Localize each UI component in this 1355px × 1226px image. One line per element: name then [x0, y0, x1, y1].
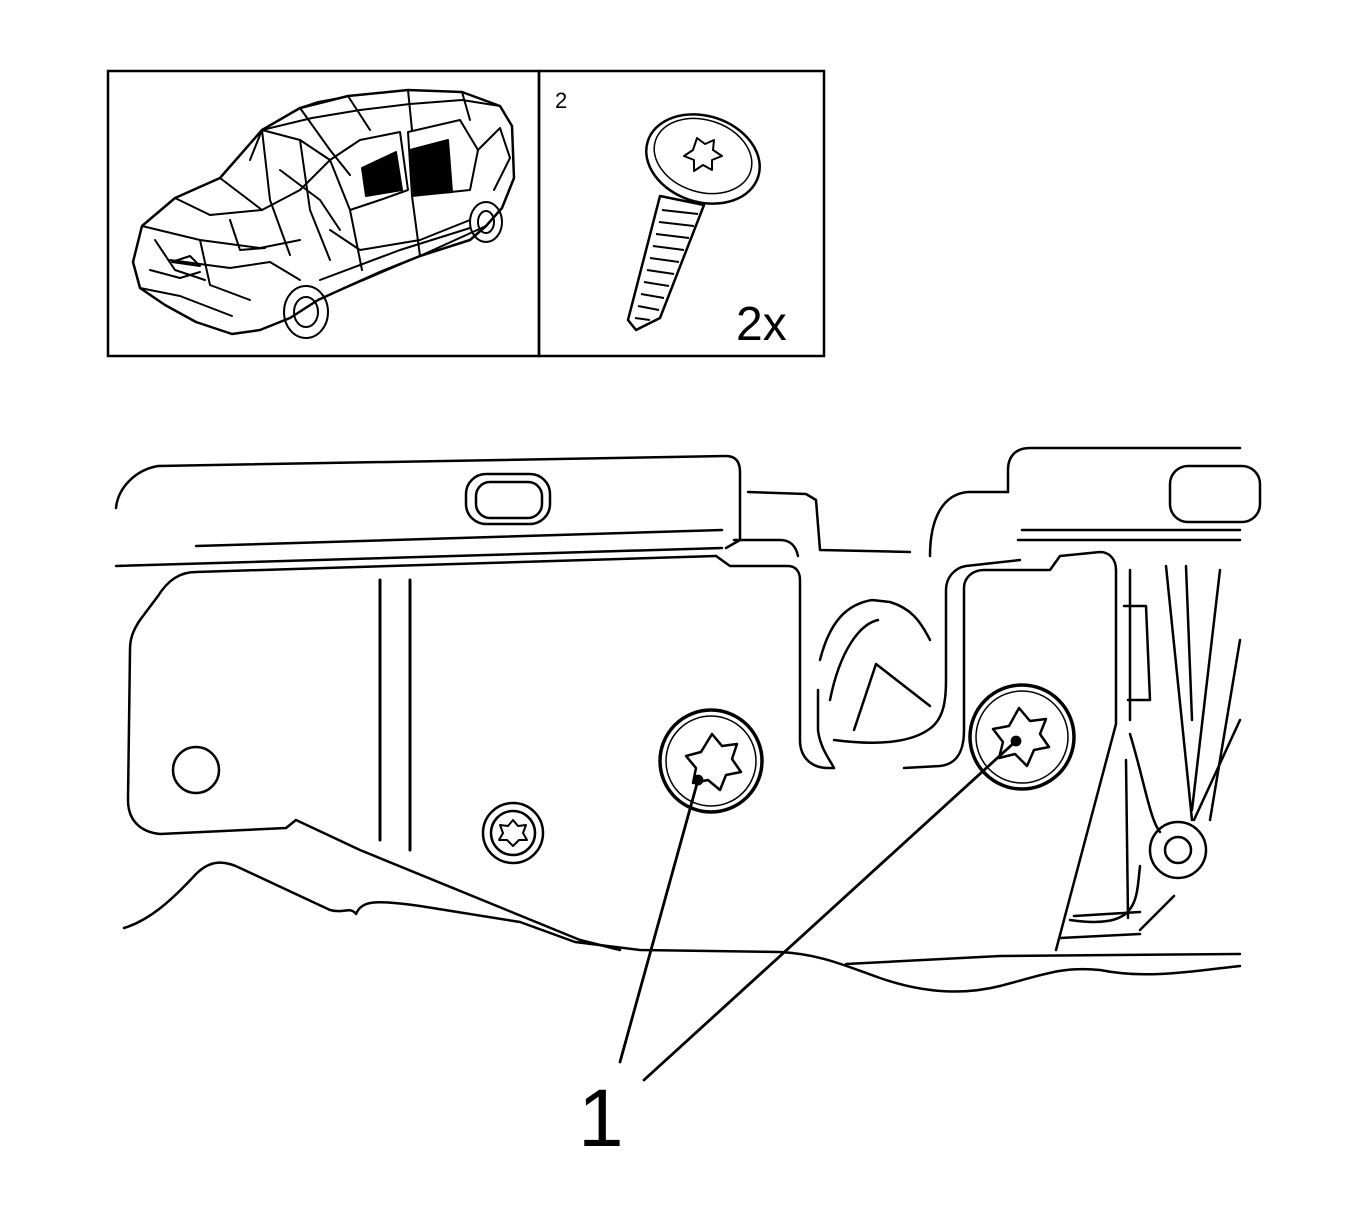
leader-line-right	[642, 739, 1018, 1082]
lock-screw-right	[968, 683, 1076, 791]
leader-dot-right	[1010, 735, 1022, 747]
right-latch-housing	[1006, 446, 1242, 494]
latch-pivot	[1148, 820, 1208, 880]
lock-screw-left	[658, 708, 764, 814]
torx-screw-icon	[626, 113, 761, 332]
vehicle-panel-frame	[106, 69, 541, 358]
quantity-label: 2x	[736, 298, 787, 351]
left-lock-plate	[126, 554, 718, 942]
screw-panel-frame	[537, 69, 826, 358]
latch-slot	[1168, 464, 1262, 524]
vehicle-location-icon	[131, 88, 516, 339]
plate-hole	[171, 745, 221, 795]
callout-label-1: 1	[578, 1073, 624, 1164]
trim-slot	[464, 472, 552, 526]
inset-box	[106, 69, 826, 358]
panel-number-label: 2	[555, 88, 567, 113]
door-lock-assembly	[114, 446, 1262, 993]
lock-plate-edge	[714, 554, 836, 770]
callout-leaders	[618, 735, 1022, 1082]
door-lower-edge	[122, 861, 1242, 993]
small-torx-screw	[481, 801, 545, 865]
upper-trim-strip	[114, 454, 742, 550]
leader-dot-left	[692, 774, 704, 786]
leader-line-left	[618, 778, 700, 1064]
